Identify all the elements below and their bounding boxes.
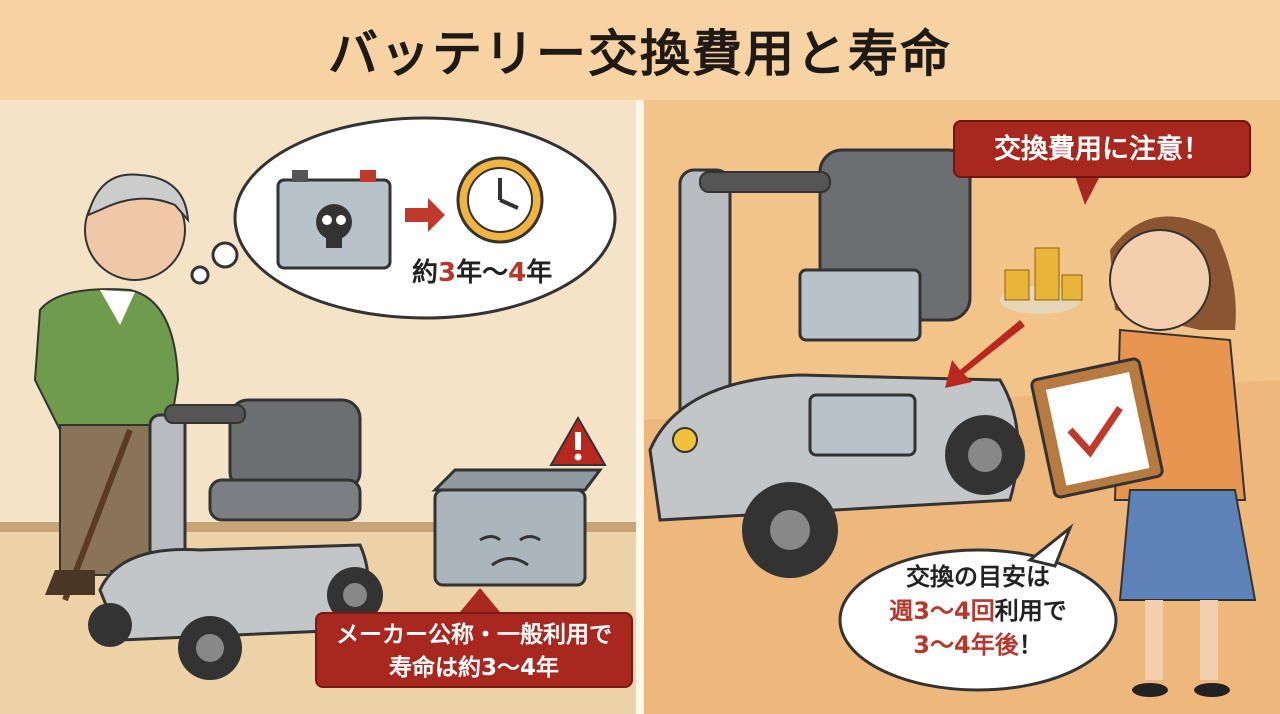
speech-line3: 3〜4年後！: [913, 631, 1043, 659]
clock-icon: [456, 156, 544, 244]
left-label-pointer: [460, 588, 500, 612]
lifespan-years-text: 約3年〜4年: [412, 258, 553, 288]
sad-battery-icon: [431, 468, 603, 587]
lifespan-label-line1: メーカー公称・一般利用で: [336, 622, 612, 648]
lifespan-label: メーカー公称・一般利用で 寿命は約3〜4年: [315, 612, 633, 688]
battery-icon: [798, 268, 922, 457]
lifespan-label-line2: 寿命は約3〜4年: [388, 655, 559, 681]
speech-line1: 交換の目安は: [906, 563, 1050, 591]
speech-text: 交換の目安は 週3〜4回利用で 3〜4年後！: [842, 560, 1114, 662]
arrow-right-icon: [405, 198, 445, 232]
title-band: バッテリー交換費用と寿命: [0, 0, 1280, 100]
speech-bubble: [838, 523, 1118, 692]
coins-icon: [1000, 247, 1083, 314]
panel-divider: [636, 100, 644, 714]
red-arrow-icon: [945, 320, 1025, 388]
caution-pointer: [1075, 176, 1100, 205]
left-baseboard: [0, 522, 636, 532]
cost-caution-label: 交換費用に注意！: [953, 120, 1251, 178]
left-scooter: [88, 398, 383, 680]
warning-icon: [549, 415, 607, 466]
elderly-man: [33, 173, 190, 602]
clipboard-check-icon: [1030, 357, 1164, 499]
page-title: バッテリー交換費用と寿命: [328, 25, 952, 83]
speech-line2: 週3〜4回利用で: [889, 597, 1067, 625]
dead-battery-icon: [276, 170, 392, 270]
